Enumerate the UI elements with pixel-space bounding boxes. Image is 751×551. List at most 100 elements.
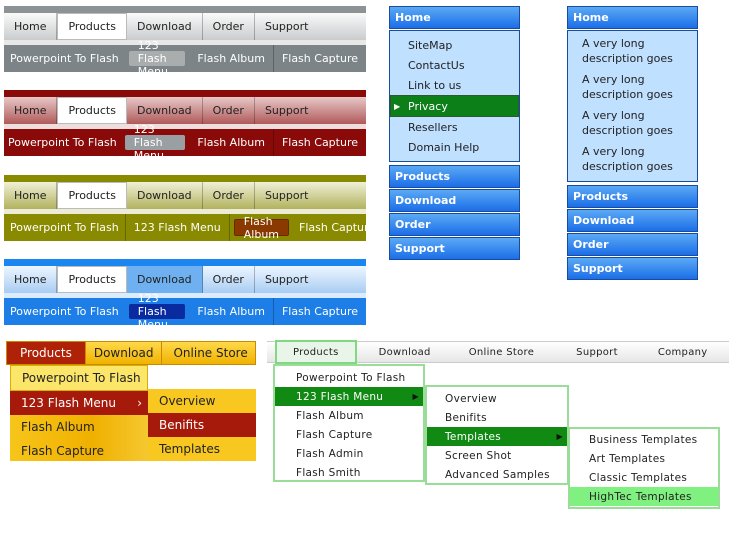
triangle-right-icon: ▶ — [394, 101, 401, 111]
vmenu-products[interactable]: Products — [389, 165, 520, 188]
vmenu-download[interactable]: Download — [389, 189, 520, 212]
dmenu-item[interactable]: A very long description goes — [568, 33, 697, 69]
sub-flash-album[interactable]: Flash Album — [189, 129, 274, 156]
sub-flash-album[interactable]: Flash Album — [189, 45, 274, 72]
olive-menu: Home Products Download Order Support Pow… — [4, 175, 375, 241]
orange-item-flash-capture[interactable]: Flash Capture — [21, 444, 104, 458]
orange-menu-download[interactable]: Download — [84, 342, 163, 364]
menu-products[interactable]: Products — [57, 266, 127, 293]
sub-powerpoint-to-flash[interactable]: Powerpoint To Flash — [8, 136, 117, 149]
green-item-powerpoint[interactable]: Powerpoint To Flash — [296, 371, 406, 384]
sub-123-flash-menu[interactable]: 123 Flash Menu — [124, 123, 186, 162]
vmenu-home[interactable]: Home — [389, 6, 520, 29]
dmenu-item-line: description goes — [582, 88, 673, 101]
green-sub2-business[interactable]: Business Templates — [589, 433, 698, 446]
green-dropdown: Powerpoint To Flash 123 Flash Menu ▶ Fla… — [273, 364, 425, 482]
green-item-flash-album[interactable]: Flash Album — [296, 409, 364, 422]
menu-support[interactable]: Support — [264, 189, 309, 202]
vmenu-item-domain-help[interactable]: Domain Help — [408, 140, 480, 154]
green-menu-products[interactable]: Products — [275, 340, 357, 364]
olive-top-bar: Home Products Download Order Support — [4, 182, 366, 209]
menu-support[interactable]: Support — [264, 273, 309, 286]
orange-sub-templates[interactable]: Templates — [148, 437, 256, 461]
menu-support[interactable]: Support — [264, 104, 309, 117]
green-menu-company[interactable]: Company — [657, 346, 708, 358]
menu-download[interactable]: Download — [127, 13, 203, 40]
red-sub-bar: Powerpoint To Flash 123 Flash Menu Flash… — [4, 123, 366, 162]
menu-order[interactable]: Order — [203, 266, 255, 293]
green-menu-support[interactable]: Support — [576, 346, 618, 358]
sub-powerpoint-to-flash[interactable]: Powerpoint To Flash — [4, 214, 126, 241]
green-sub-templates[interactable]: Templates ▶ — [427, 427, 567, 446]
menu-home[interactable]: Home — [4, 266, 58, 293]
green-item-flash-admin[interactable]: Flash Admin — [296, 447, 364, 460]
dmenu-home[interactable]: Home — [567, 6, 698, 29]
orange-menu-products[interactable]: Products — [7, 342, 85, 364]
sub-flash-capture[interactable]: Flash Capture — [281, 52, 358, 65]
green-item-123-flash-menu[interactable]: 123 Flash Menu ▶ — [275, 387, 423, 406]
sub-123-flash-menu[interactable]: 123 Flash Menu — [128, 39, 186, 78]
orange-item-powerpoint[interactable]: Powerpoint To Flash — [10, 365, 148, 391]
dmenu-panel: A very long description goes A very long… — [567, 30, 698, 182]
green-sub-screen-shot[interactable]: Screen Shot — [445, 449, 512, 462]
sub-flash-album[interactable]: Flash Album — [189, 298, 274, 325]
menu-download[interactable]: Download — [126, 266, 203, 293]
vmenu-order[interactable]: Order — [389, 213, 520, 236]
dmenu-support[interactable]: Support — [567, 257, 698, 280]
sub-flash-capture[interactable]: Flash Capture — [281, 136, 358, 149]
sub-123-flash-menu[interactable]: 123 Flash Menu — [128, 292, 186, 331]
orange-menu-online-store[interactable]: Online Store — [173, 346, 248, 360]
menu-support[interactable]: Support — [264, 20, 309, 33]
green-sub-advanced-samples[interactable]: Advanced Samples — [445, 468, 550, 481]
menu-order[interactable]: Order — [203, 182, 255, 209]
orange-item-123-flash-menu[interactable]: 123 Flash Menu › — [10, 391, 148, 415]
vmenu-item-contactus[interactable]: ContactUs — [408, 58, 465, 72]
sub-powerpoint-to-flash[interactable]: Powerpoint To Flash — [10, 52, 119, 65]
vmenu-item-sitemap[interactable]: SiteMap — [408, 38, 453, 52]
sub-powerpoint-to-flash[interactable]: Powerpoint To Flash — [10, 305, 119, 318]
green-menu-bar: Products Download Online Store Support C… — [267, 340, 729, 364]
green-menu-online-store[interactable]: Online Store — [468, 346, 535, 358]
green-sub-overview[interactable]: Overview — [445, 392, 497, 405]
vmenu-support[interactable]: Support — [389, 237, 520, 260]
dmenu-item[interactable]: A very long description goes — [568, 105, 697, 141]
sub-123-flash-menu[interactable]: 123 Flash Menu — [126, 214, 230, 241]
sub-flash-album[interactable]: Flash Album — [233, 215, 289, 241]
vmenu-item-resellers[interactable]: Resellers — [408, 120, 458, 134]
menu-home[interactable]: Home — [4, 182, 58, 209]
green-sub-benifits[interactable]: Benifits — [445, 411, 487, 424]
green-submenu-2: Business Templates Art Templates Classic… — [568, 427, 720, 509]
dmenu-item[interactable]: A very long description goes — [568, 69, 697, 105]
menu-products[interactable]: Products — [57, 13, 127, 40]
green-item-flash-capture[interactable]: Flash Capture — [296, 428, 373, 441]
blue-menu: Home Products Download Order Support Pow… — [4, 259, 366, 331]
dmenu-item-line: A very long — [582, 73, 645, 86]
dmenu-products[interactable]: Products — [567, 185, 698, 208]
green-sub2-art[interactable]: Art Templates — [589, 452, 666, 465]
menu-download[interactable]: Download — [127, 97, 203, 124]
sub-flash-capture[interactable]: Flash Capture — [281, 305, 358, 318]
menu-download[interactable]: Download — [127, 182, 203, 209]
green-menu-download[interactable]: Download — [378, 346, 431, 358]
green-sub2-classic[interactable]: Classic Templates — [589, 471, 688, 484]
menu-order[interactable]: Order — [203, 13, 255, 40]
green-sub2-hightec[interactable]: HighTec Templates — [570, 487, 718, 506]
orange-sub-overview[interactable]: Overview — [148, 389, 256, 413]
orange-item-label: 123 Flash Menu — [21, 396, 116, 410]
menu-home[interactable]: Home — [4, 13, 58, 40]
dmenu-download[interactable]: Download — [567, 209, 698, 232]
green-submenu: Overview Benifits Templates ▶ Screen Sho… — [425, 385, 569, 485]
dmenu-order[interactable]: Order — [567, 233, 698, 256]
sub-flash-capture[interactable]: Flash Capture — [299, 221, 376, 234]
menu-home[interactable]: Home — [4, 97, 58, 124]
menu-products[interactable]: Products — [57, 182, 127, 209]
dmenu-item[interactable]: A very long description goes — [568, 141, 697, 177]
vmenu-item-link-to-us[interactable]: Link to us — [408, 78, 462, 92]
green-item-flash-smith[interactable]: Flash Smith — [296, 466, 361, 479]
vmenu-item-privacy[interactable]: ▶ Privacy — [390, 95, 519, 117]
orange-item-flash-album[interactable]: Flash Album — [21, 420, 95, 434]
menu-order[interactable]: Order — [203, 97, 255, 124]
menu-products[interactable]: Products — [57, 97, 127, 124]
dmenu-item-line: A very long — [582, 109, 645, 122]
orange-sub-benifits[interactable]: Benifits — [148, 413, 256, 437]
